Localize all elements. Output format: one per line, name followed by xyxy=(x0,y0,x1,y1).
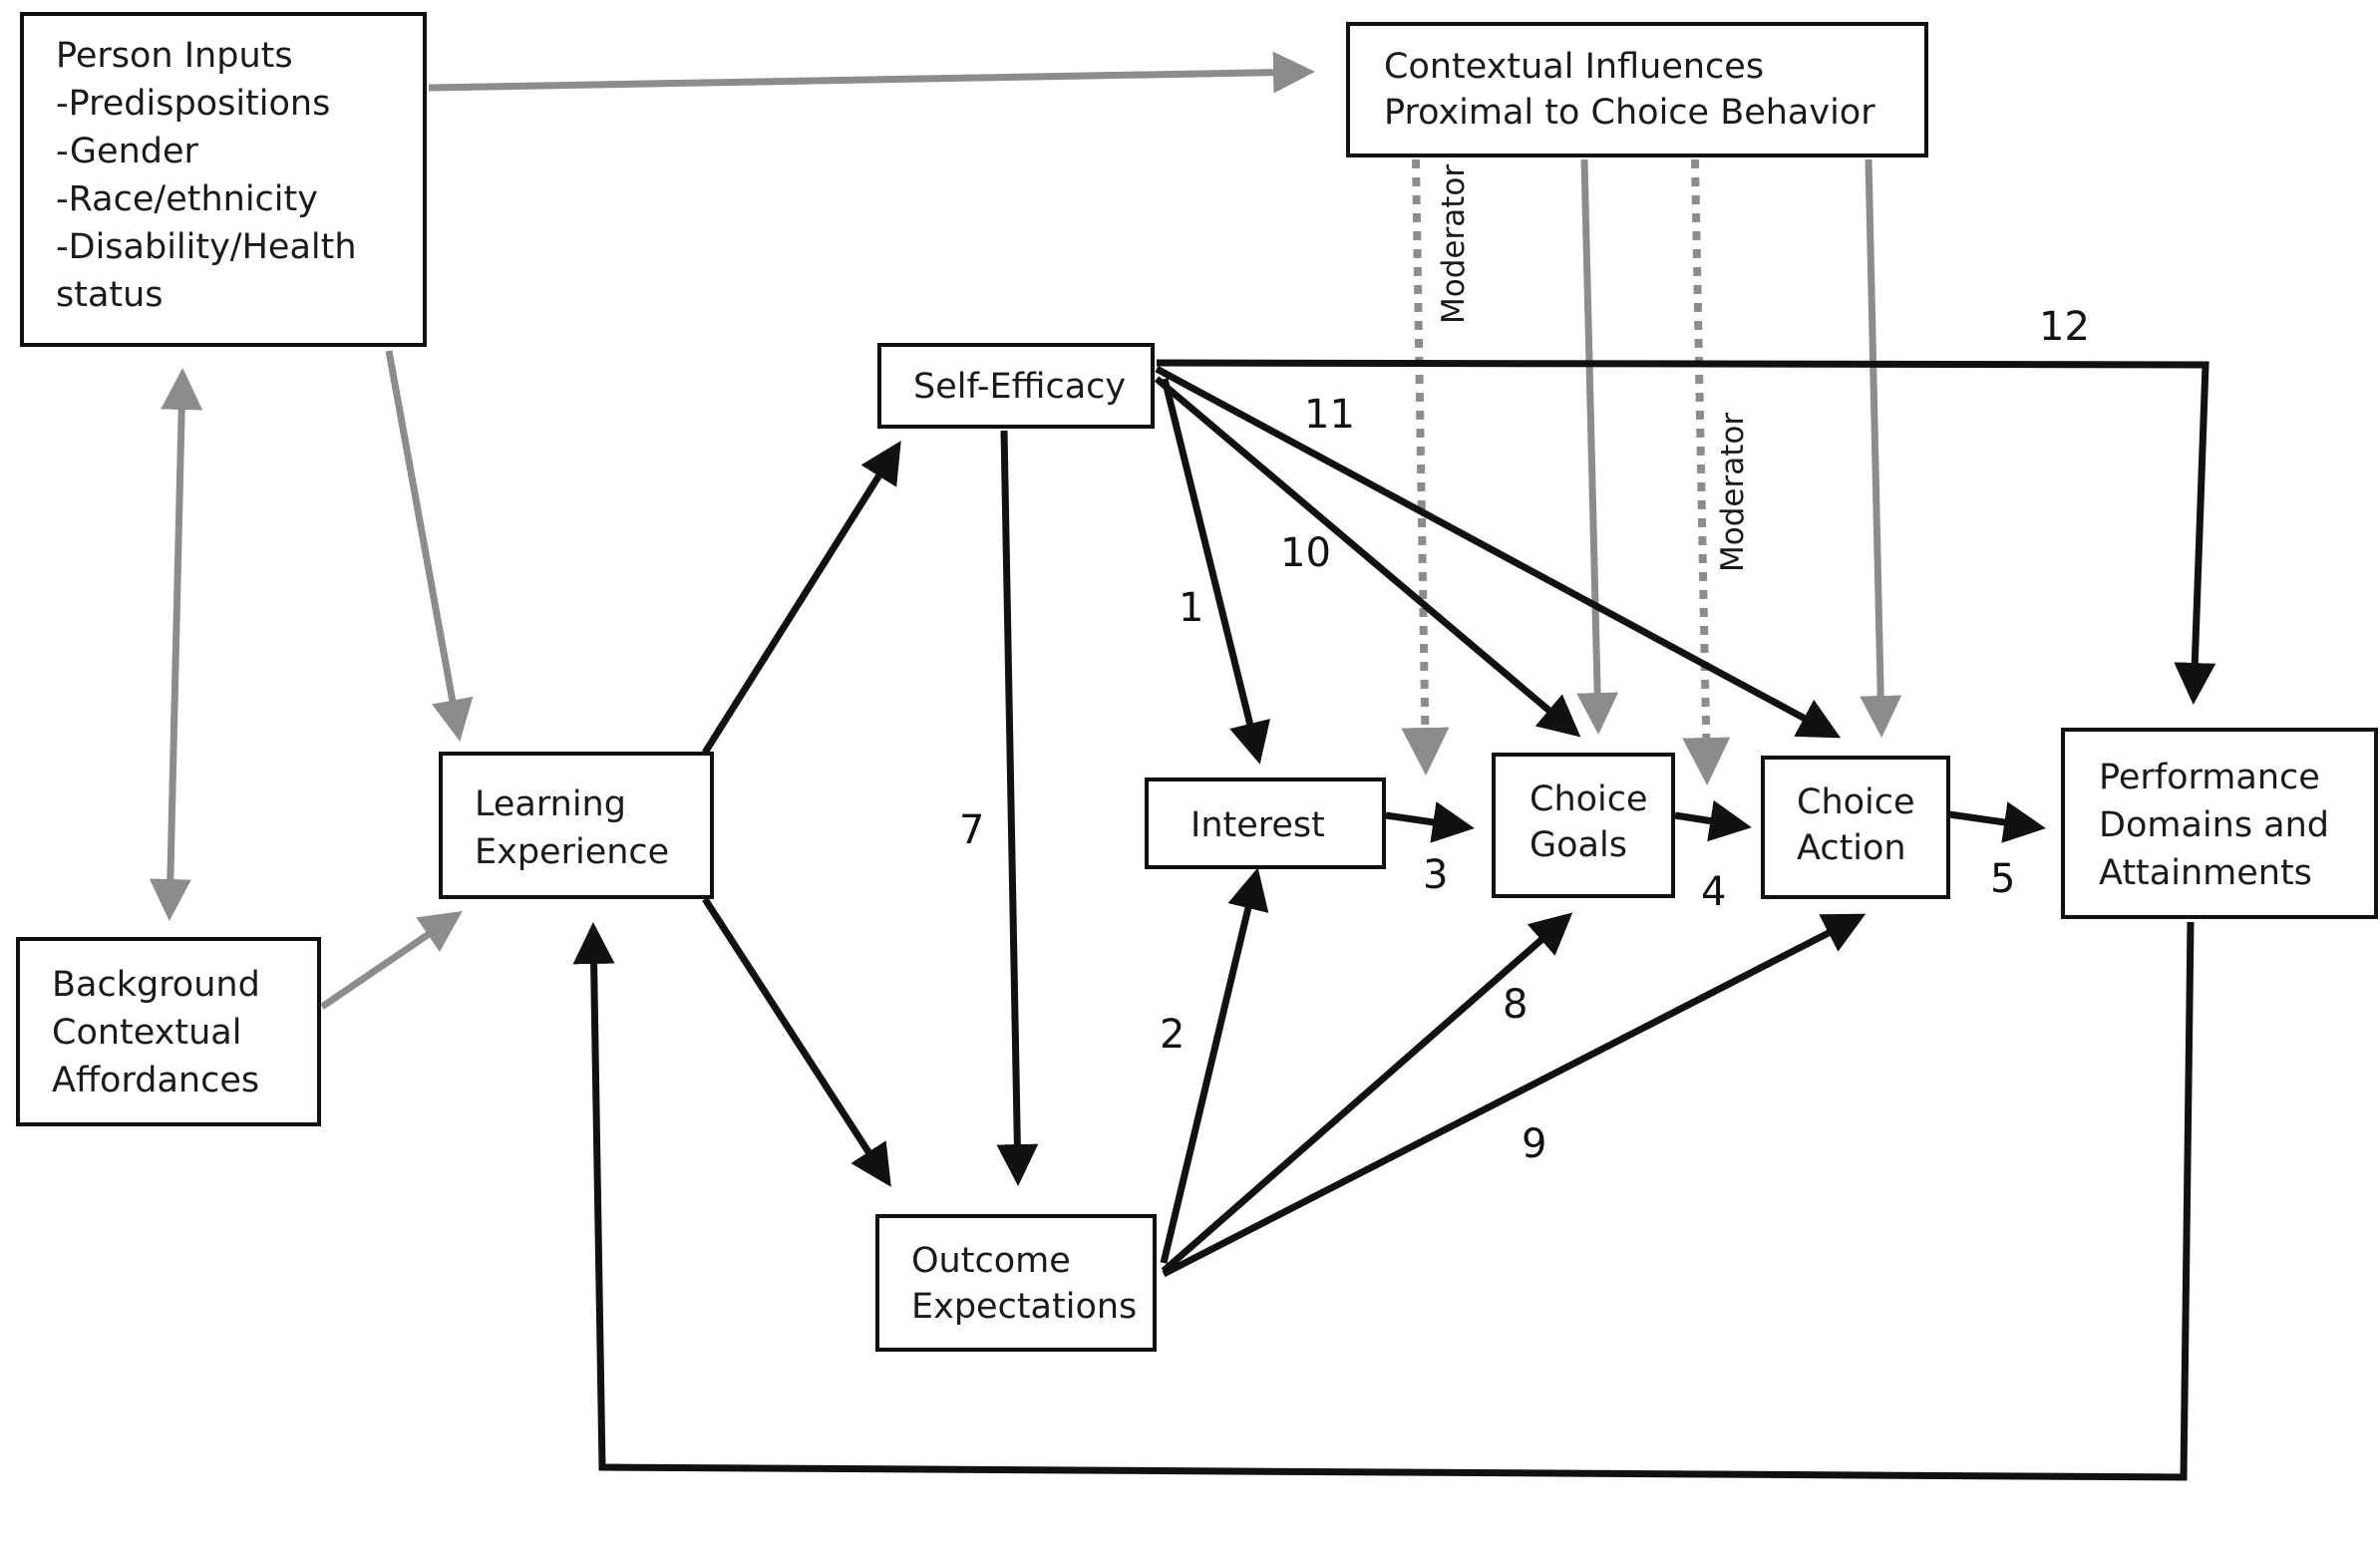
choice-action-line: Action xyxy=(1797,828,1906,868)
arrow-person-to-learning xyxy=(385,350,474,742)
performance-attainments-box: Performance Domains and Attainments xyxy=(2061,728,2378,919)
arrow-path-4 xyxy=(1674,799,1752,842)
moderator-label-2: Moderator xyxy=(1715,412,1751,572)
contextual-influences-line: Proximal to Choice Behavior xyxy=(1384,93,1875,133)
moderator-arrow-goals-action xyxy=(1682,158,1731,785)
path-label-12: 12 xyxy=(2039,304,2090,350)
performance-line: Attainments xyxy=(2099,853,2312,893)
learning-experience-line: Experience xyxy=(475,832,670,872)
person-inputs-item: status xyxy=(56,275,164,315)
person-inputs-item: -Gender xyxy=(56,132,198,171)
path-label-11: 11 xyxy=(1304,392,1355,438)
arrow-feedback-loop xyxy=(572,921,2195,1481)
arrow-learning-to-outcome xyxy=(702,897,891,1187)
learning-experience-box: Learning Experience xyxy=(439,752,714,899)
arrow-contextual-to-action xyxy=(1860,158,1902,738)
contextual-influences-line: Contextual Influences xyxy=(1384,47,1765,87)
outcome-expectations-line: Expectations xyxy=(911,1287,1138,1327)
outcome-expectations-box: Outcome Expectations xyxy=(875,1214,1157,1352)
arrow-path-12 xyxy=(1156,359,2216,705)
arrow-path-8 xyxy=(1161,912,1573,1274)
arrow-path-11 xyxy=(1155,365,1842,739)
background-affordances-box: Background Contextual Affordances xyxy=(16,937,321,1126)
outcome-expectations-line: Outcome xyxy=(911,1241,1071,1281)
self-efficacy-label: Self-Efficacy xyxy=(913,367,1127,407)
arrow-person-to-contextual xyxy=(428,51,1315,94)
moderator-label-1: Moderator xyxy=(1436,163,1472,324)
path-label-2: 2 xyxy=(1160,1012,1186,1058)
arrow-path-2 xyxy=(1160,867,1269,1264)
choice-action-box: Choice Action xyxy=(1761,756,1950,899)
arrow-path-5 xyxy=(1948,801,2046,843)
arrow-background-to-learning xyxy=(320,911,463,1010)
path-label-1: 1 xyxy=(1179,585,1204,631)
arrow-path-9 xyxy=(1162,913,1867,1278)
person-inputs-item: -Disability/Health xyxy=(56,227,357,267)
performance-line: Performance xyxy=(2099,758,2320,797)
choice-goals-line: Goals xyxy=(1530,825,1627,865)
contextual-influences-box: Contextual Influences Proximal to Choice… xyxy=(1346,22,1928,157)
learning-experience-line: Learning xyxy=(475,784,626,824)
arrow-path-3 xyxy=(1385,801,1475,843)
performance-line: Domains and xyxy=(2099,805,2330,845)
interest-label: Interest xyxy=(1190,805,1325,845)
background-line: Contextual xyxy=(52,1013,242,1053)
choice-goals-box: Choice Goals xyxy=(1492,753,1675,898)
arrow-path-7 xyxy=(996,430,1039,1186)
choice-goals-line: Choice xyxy=(1530,779,1648,819)
path-label-4: 4 xyxy=(1701,869,1727,915)
person-inputs-box: Person Inputs -Predispositions -Gender -… xyxy=(20,12,427,347)
choice-action-line: Choice xyxy=(1797,782,1915,822)
moderator-arrow-interest-goals xyxy=(1401,158,1450,776)
path-label-3: 3 xyxy=(1423,852,1449,898)
person-inputs-item: -Predispositions xyxy=(56,84,331,124)
arrow-path-1 xyxy=(1161,378,1270,765)
background-line: Background xyxy=(52,965,260,1005)
person-inputs-title: Person Inputs xyxy=(56,36,293,76)
arrow-contextual-to-goals xyxy=(1576,158,1619,735)
path-label-7: 7 xyxy=(959,807,985,853)
arrow-path-10 xyxy=(1154,376,1581,738)
path-label-5: 5 xyxy=(1990,856,2016,902)
path-label-10: 10 xyxy=(1280,530,1331,576)
interest-box: Interest xyxy=(1145,777,1386,869)
self-efficacy-box: Self-Efficacy xyxy=(877,343,1155,429)
arrow-person-background-bidirectional xyxy=(149,368,203,921)
background-line: Affordances xyxy=(52,1061,260,1100)
arrow-learning-to-self-efficacy xyxy=(702,441,901,755)
path-label-8: 8 xyxy=(1503,982,1529,1028)
person-inputs-item: -Race/ethnicity xyxy=(56,179,318,219)
path-label-9: 9 xyxy=(1522,1121,1547,1167)
